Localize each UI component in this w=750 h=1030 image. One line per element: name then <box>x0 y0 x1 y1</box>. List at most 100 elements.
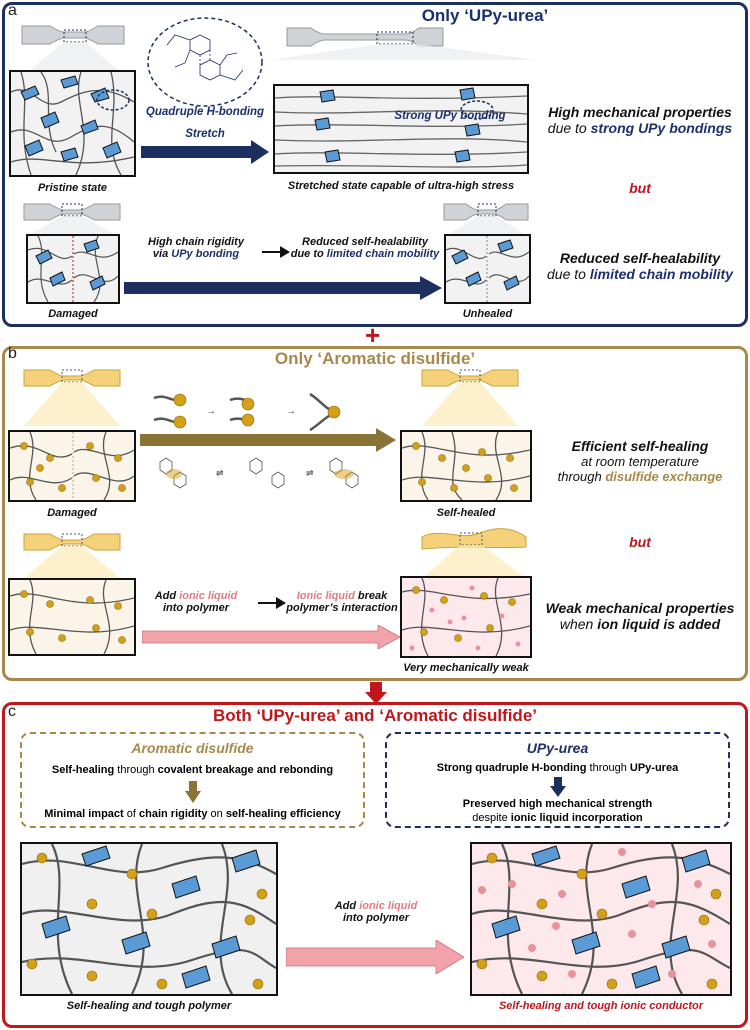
upy-line3: despite ionic liquid incorporation <box>387 812 728 824</box>
add-ionic-text-c: Add ionic liquid into polymer <box>296 900 456 924</box>
aromatic-line2-c: chain rigidity <box>139 808 208 820</box>
aromatic-disulfide-box: Aromatic disulfide Self-healing through … <box>20 732 365 828</box>
weak-network-box <box>400 576 532 658</box>
aromatic-line2-b: of <box>123 808 139 820</box>
healing-arrow-a <box>124 276 442 300</box>
quadruple-hbond-label: Quadruple H-bonding <box>145 106 265 118</box>
svg-text:⇌: ⇌ <box>306 468 314 478</box>
result-weak-mech: Weak mechanical properties when ion liqu… <box>535 600 745 632</box>
break-line2: polymer’s interaction <box>286 602 398 614</box>
upy-urea-box: UPy-urea Strong quadruple H-bonding thro… <box>385 732 730 828</box>
but-a: but <box>629 180 651 196</box>
stretched-network-box <box>273 84 529 174</box>
result-reduced-healing: Reduced self-healability due to limited … <box>535 250 745 282</box>
panel-a-label: a <box>8 2 17 19</box>
aromatic-line2: Minimal impact of chain rigidity on self… <box>22 808 363 820</box>
but-b: but <box>629 534 651 550</box>
break-em: Ionic liquid <box>296 590 355 602</box>
pristine-caption: Pristine state <box>37 182 108 194</box>
zoom-cone-a <box>270 44 538 60</box>
specimen-a-damaged <box>23 203 121 236</box>
down-arrow-icon <box>365 682 387 704</box>
add-ionic-c-line2: into polymer <box>342 912 409 924</box>
damaged-network-box-a <box>26 234 120 304</box>
result-weak-line1: Weak mechanical properties <box>545 600 735 616</box>
aromatic-line1-b: through <box>114 764 158 776</box>
damaged-caption-a: Damaged <box>48 308 98 320</box>
upy-line1-b: through <box>586 762 630 774</box>
upy-line1-c: UPy-urea <box>629 762 679 774</box>
add-ionic-b-pre: Add <box>154 590 180 602</box>
result-reduced-em: limited chain mobility <box>589 266 733 282</box>
svg-text:→: → <box>286 406 296 417</box>
disulfide-exchange-diagram: → → ⇌ ⇌ <box>140 392 396 489</box>
add-ionic-c-pre: Add <box>334 900 360 912</box>
tough-polymer-caption: Self-healing and tough polymer <box>66 1000 232 1012</box>
stretch-label: Stretch <box>185 128 225 140</box>
ionic-conductor-caption: Self-healing and tough ionic conductor <box>498 1000 704 1012</box>
unhealed-network-box <box>444 234 531 304</box>
aromatic-down-arrow-icon <box>185 781 201 803</box>
ionic-arrow-small-b <box>258 597 286 609</box>
aromatic-line1-a: Self-healing <box>51 764 115 776</box>
panel-c <box>2 702 748 1028</box>
ionic-arrow-c <box>286 940 465 974</box>
healed-network-box-b <box>400 430 532 502</box>
reduced-line2-em: limited chain mobility <box>326 248 440 260</box>
panel-c-label: c <box>8 703 16 720</box>
specimen-b-ionic <box>23 533 121 578</box>
upy-line1: Strong quadruple H-bonding through UPy-u… <box>387 762 728 774</box>
specimen-b-weak <box>421 528 527 577</box>
strong-upy-bonding-label: Strong UPy bonding <box>394 110 506 122</box>
aromatic-title: Aromatic disulfide <box>131 740 254 756</box>
rigidity-line2-em: UPy bonding <box>171 248 240 260</box>
result-reduced-line1: Reduced self-healability <box>559 250 721 266</box>
specimen-b-damaged <box>23 369 121 426</box>
svg-text:⇌: ⇌ <box>216 468 224 478</box>
result-weak-em: ion liquid is added <box>597 616 721 632</box>
break-text: Ionic liquid break polymer’s interaction <box>282 590 402 614</box>
result-high-mech-line1: High mechanical properties <box>548 104 732 120</box>
break-post: break <box>354 590 388 602</box>
result-efficient-line2: at room temperature <box>581 454 699 469</box>
aromatic-line1: Self-healing through covalent breakage a… <box>22 764 363 776</box>
selfhealed-caption: Self-healed <box>436 507 496 519</box>
rigidity-line1: High chain rigidity <box>148 236 244 248</box>
aromatic-line2-e: self-healing efficiency <box>225 808 341 820</box>
upy-down-arrow-icon <box>550 777 566 797</box>
upy-line2-a: Preserved high mechanical strength <box>462 798 653 810</box>
result-high-mech-pre: due to <box>547 120 591 136</box>
add-ionic-b-em: ionic liquid <box>179 590 238 602</box>
result-high-mech: High mechanical properties due to strong… <box>535 104 745 136</box>
stretch-arrow <box>141 140 269 164</box>
damaged-network-box-b <box>8 430 136 502</box>
add-ionic-b-line2: into polymer <box>162 602 229 614</box>
reduced-line2-pre: due to <box>290 248 327 260</box>
weak-caption: Very mechanically weak <box>403 662 529 674</box>
specimen-b-healed <box>421 369 519 426</box>
upy-line2: Preserved high mechanical strength <box>387 798 728 810</box>
svg-text:→: → <box>206 406 216 417</box>
panel-a <box>2 2 748 327</box>
upy-molecule-diagram <box>147 17 263 107</box>
pristine-network-box <box>9 70 136 177</box>
upy-line3-a: despite <box>472 812 511 824</box>
result-efficient-pre: through <box>557 469 606 484</box>
ionic-arrow-b <box>142 625 401 649</box>
aromatic-line1-c: covalent breakage and rebonding <box>157 764 334 776</box>
tough-polymer-network-box <box>20 842 278 996</box>
panel-b <box>2 346 748 681</box>
rigidity-text: High chain rigidity via UPy bonding <box>126 236 266 260</box>
result-high-mech-em: strong UPy bondings <box>590 120 733 136</box>
plus-icon: + <box>365 320 381 350</box>
panel-b-title: Only ‘Aromatic disulfide’ <box>274 349 476 368</box>
upy-line1-a: Strong quadruple H-bonding <box>436 762 587 774</box>
rigidity-arrow <box>262 246 290 258</box>
specimen-a-pristine <box>21 25 125 72</box>
damaged-caption-b: Damaged <box>47 507 97 519</box>
aromatic-line2-d: on <box>207 808 226 820</box>
specimen-a-unhealed <box>443 203 529 236</box>
add-ionic-c-em: ionic liquid <box>359 900 418 912</box>
result-weak-pre: when <box>559 616 598 632</box>
upy-title: UPy-urea <box>526 740 589 756</box>
